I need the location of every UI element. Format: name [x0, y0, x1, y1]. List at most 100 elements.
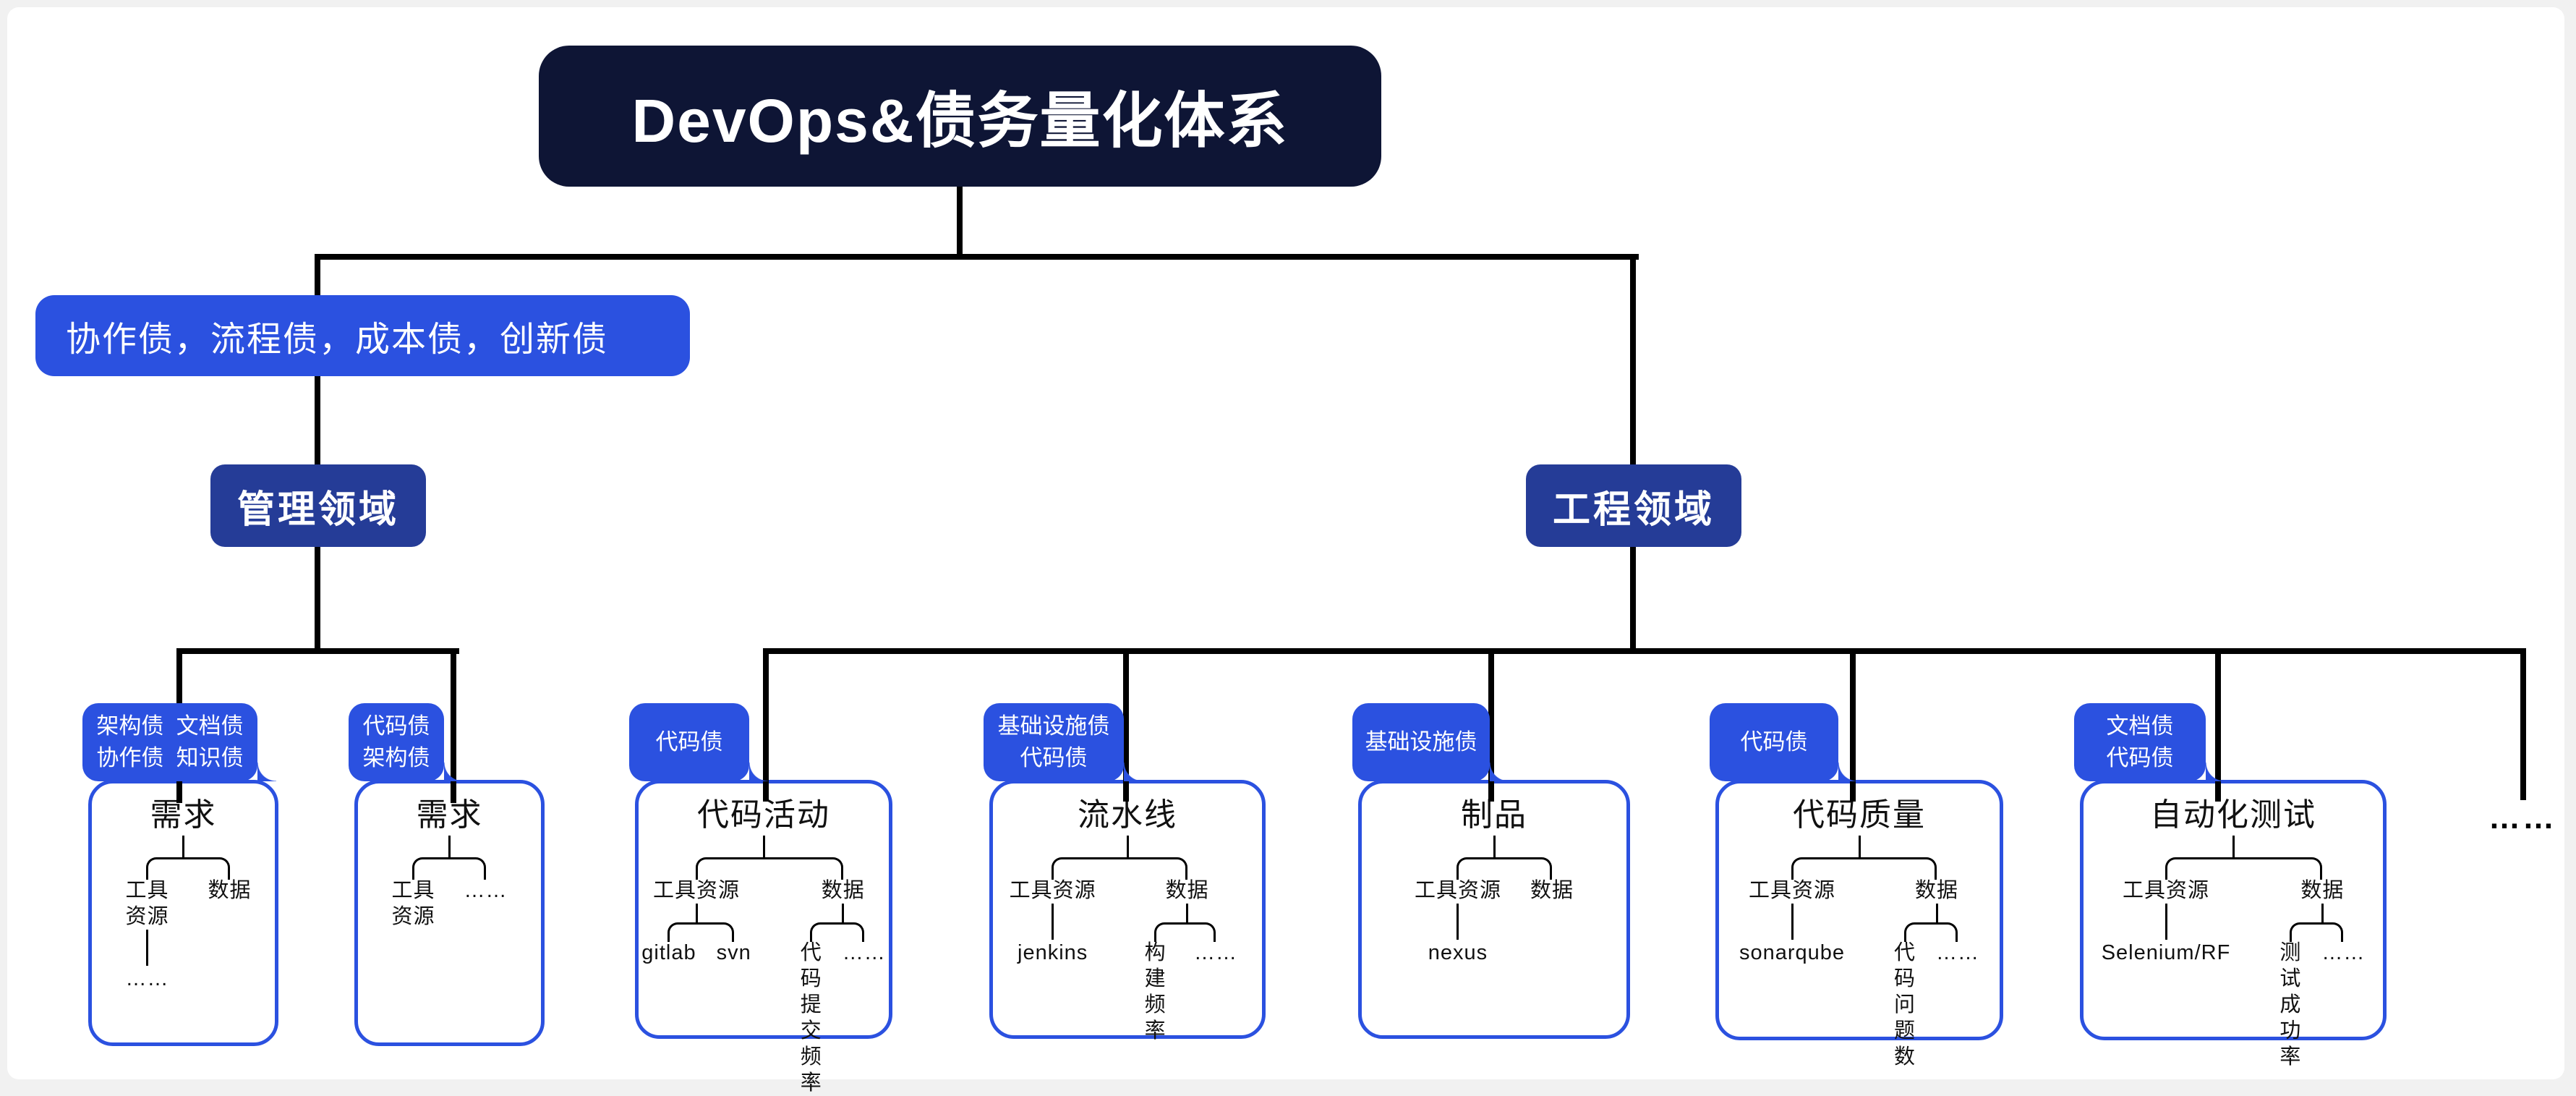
tree-node-label[interactable]: ……: [1194, 941, 1237, 964]
management-debt-note[interactable]: 协作债，流程债，成本债，创新债: [35, 295, 690, 376]
tree-node-label[interactable]: 工具资源: [1748, 879, 1835, 902]
leaf-node-box[interactable]: 代码质量工具资源 sonarqube 数据代码问题数 ……: [1715, 780, 2003, 1069]
tree-child: 数据构建频率 ……: [1110, 857, 1262, 1044]
management-debt-note-text: 协作债，流程债，成本债，创新债: [66, 320, 609, 359]
debt-label[interactable]: 基础设施债: [1352, 703, 1509, 781]
leaf-node-box[interactable]: 需求工具资源 …… 数据: [88, 780, 278, 1046]
tree-child: 数据代码提交频率 ……: [773, 857, 910, 1096]
tree-branch: 工具资源 nexus 数据: [1400, 836, 1588, 966]
tree-node-label[interactable]: 代码提交频率: [800, 941, 822, 1095]
connector-line: [957, 184, 963, 257]
tree-branch: jenkins: [1007, 904, 1098, 966]
tree-node-label[interactable]: 数据: [208, 879, 252, 902]
leaf-mini-tree: 流水线工具资源 jenkins 数据构建频率 ……: [993, 783, 1262, 1042]
debt-label[interactable]: 基础设施债代码债: [984, 703, 1143, 781]
debt-label[interactable]: 代码债: [1710, 703, 1857, 781]
debt-label-line: 代码债: [1020, 745, 1088, 770]
tree-node-label[interactable]: 工具资源: [652, 879, 740, 902]
leaf-node-box[interactable]: 自动化测试工具资源 Selenium/RF 数据测试成功率 ……: [2077, 780, 2390, 1069]
connector-line: [315, 254, 1639, 260]
tree-node-label[interactable]: 工具资源: [391, 879, 435, 928]
tree-branch: 工具资源 sonarqube 数据代码问题数 ……: [1715, 836, 2004, 1070]
leaf-mini-tree: 自动化测试工具资源 Selenium/RF 数据测试成功率 ……: [2077, 783, 2390, 1069]
tree-node-label[interactable]: ……: [1936, 941, 1980, 964]
debt-label-line: 代码债: [1740, 729, 1808, 755]
tree-node-label[interactable]: 工具资源: [1414, 879, 1501, 902]
debt-label-line: 文档债: [2106, 713, 2174, 739]
tree-node-title[interactable]: 代码活动: [697, 797, 830, 833]
tree-node-label[interactable]: 工具资源: [2122, 879, 2209, 902]
tree-branch: 测试成功率 ……: [2269, 904, 2375, 1070]
tree-node-title[interactable]: 需求: [150, 797, 217, 833]
tree-branch: 工具资源 Selenium/RF 数据测试成功率 ……: [2077, 836, 2390, 1070]
tree-node-label[interactable]: 数据: [1165, 879, 1209, 902]
connector-line: [763, 648, 769, 802]
tree-node-label[interactable]: 测试成功率: [2279, 941, 2302, 1069]
debt-label-line: 基础设施债: [997, 713, 1110, 739]
tree-child: ……: [1924, 922, 1989, 1070]
tree-node-title[interactable]: 自动化测试: [2150, 797, 2316, 833]
management-domain-node[interactable]: 管理领域: [210, 464, 426, 547]
tree-node-label[interactable]: ……: [125, 967, 169, 990]
tree-node-label[interactable]: 工具资源: [125, 879, 169, 928]
engineering-domain-node[interactable]: 工程领域: [1526, 464, 1741, 547]
tree-branch: Selenium/RF: [2091, 904, 2241, 966]
tree-node-title[interactable]: 代码质量: [1793, 797, 1926, 833]
tree-child: ……: [115, 948, 179, 992]
connector-line: [763, 648, 2526, 654]
debt-label-line: 基础设施债: [1365, 729, 1477, 755]
tree-branch: 工具资源 gitlab svn 数据代码提交频率 ……: [617, 836, 910, 1096]
leaf-node-box[interactable]: 代码活动工具资源 gitlab svn 数据代码提交频率 ……: [635, 780, 892, 1095]
debt-label[interactable]: 文档债代码债: [2074, 703, 2225, 781]
tree-branch: 工具资源 jenkins 数据构建频率 ……: [993, 836, 1262, 1044]
tree-node-label[interactable]: 数据: [1530, 879, 1574, 902]
connector-line: [1630, 254, 1636, 469]
connector-line: [1850, 648, 1856, 802]
leaf-node-box[interactable]: 制品工具资源 nexus 数据: [1358, 780, 1630, 1039]
tree-branch: 工具资源 ……: [377, 836, 521, 930]
tree-child: 数据: [191, 857, 265, 992]
tree-node-label[interactable]: gitlab: [641, 941, 696, 964]
tree-node-label[interactable]: 数据: [2300, 879, 2345, 902]
tree-branch: 构建频率 ……: [1127, 904, 1248, 1044]
debt-label-line: 协作债 知识债: [96, 745, 244, 770]
engineering-domain-label: 工程领域: [1552, 488, 1715, 531]
tree-node-label[interactable]: 代码问题数: [1894, 941, 1916, 1069]
tree-child: 工具资源 nexus: [1400, 857, 1517, 966]
tree-branch: gitlab svn: [631, 904, 761, 966]
tree-node-title[interactable]: 需求: [416, 797, 483, 833]
management-domain-label: 管理领域: [236, 488, 399, 531]
tree-node-label[interactable]: sonarqube: [1739, 941, 1846, 964]
tree-branch: 工具资源 …… 数据: [101, 836, 265, 992]
tree-child: 代码提交频率: [790, 922, 834, 1096]
tree-node-title[interactable]: 流水线: [1078, 797, 1177, 833]
engineering-more-ellipsis[interactable]: ……: [2488, 800, 2556, 836]
debt-label[interactable]: 代码债架构债: [349, 703, 463, 781]
tree-branch: 代码问题数 ……: [1884, 904, 1989, 1070]
connector-line: [451, 648, 456, 803]
debt-label[interactable]: 代码债: [629, 703, 768, 781]
tree-node-label[interactable]: 数据: [1915, 879, 1959, 902]
tree-child: sonarqube: [1729, 922, 1855, 966]
tree-node-label[interactable]: ……: [464, 879, 508, 902]
tree-node-label[interactable]: nexus: [1428, 941, 1488, 964]
tree-node-label[interactable]: ……: [2321, 941, 2366, 964]
leaf-node-box[interactable]: 流水线工具资源 jenkins 数据构建频率 ……: [989, 780, 1266, 1042]
tree-node-label[interactable]: jenkins: [1018, 941, 1088, 964]
tree-child: Selenium/RF: [2091, 922, 2241, 966]
tree-node-label[interactable]: 构建频率: [1144, 941, 1167, 1042]
tree-branch: sonarqube: [1729, 904, 1855, 966]
tree-child: ……: [829, 922, 896, 1096]
debt-label[interactable]: 架构债 文档债协作债 知识债: [82, 703, 276, 781]
root-node[interactable]: DevOps&债务量化体系: [539, 46, 1381, 187]
tree-child: 工具资源 gitlab svn: [617, 857, 777, 1096]
connector-line: [1123, 648, 1129, 802]
root-title: DevOps&债务量化体系: [631, 87, 1289, 155]
tree-node-label[interactable]: Selenium/RF: [2101, 941, 2231, 964]
tree-node-label[interactable]: svn: [716, 941, 751, 964]
tree-node-label[interactable]: ……: [842, 941, 886, 964]
tree-node-label[interactable]: 数据: [821, 879, 865, 902]
tree-node-label[interactable]: 工具资源: [1009, 879, 1096, 902]
tree-node-title[interactable]: 制品: [1461, 797, 1527, 833]
leaf-node-box[interactable]: 需求工具资源 ……: [354, 780, 545, 1046]
